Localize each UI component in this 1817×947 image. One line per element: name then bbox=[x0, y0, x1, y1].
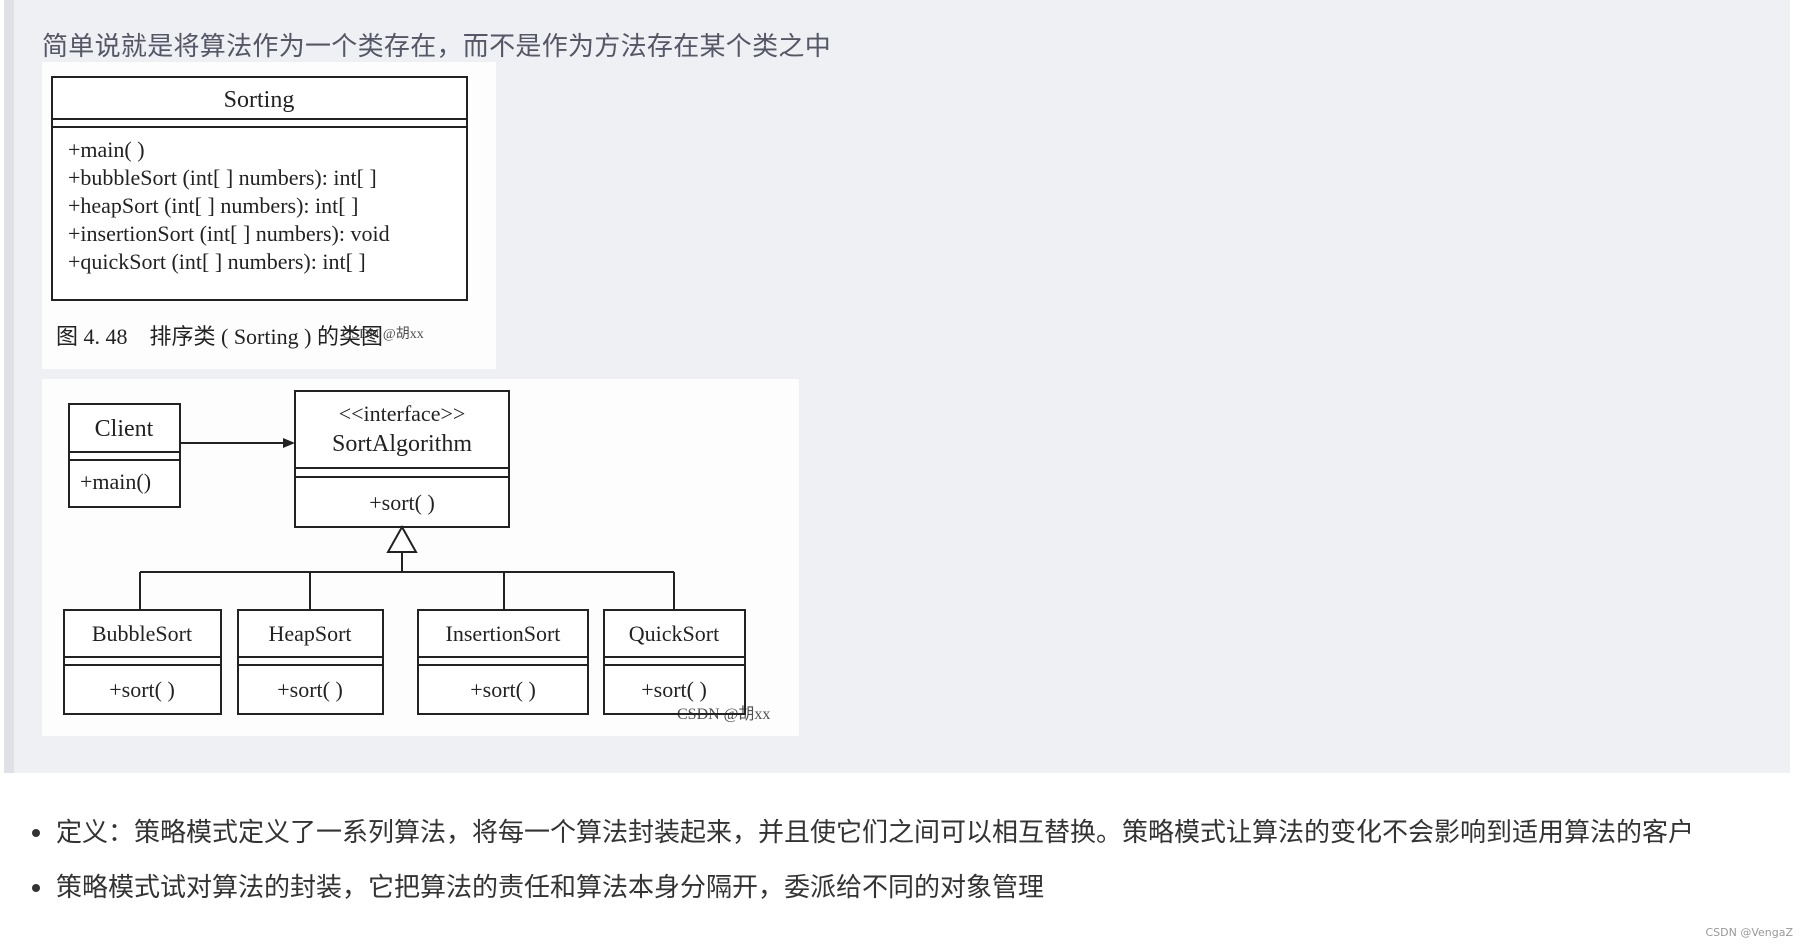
client-class-name: Client bbox=[95, 416, 154, 442]
list-item-text: 策略模式试对算法的封装，它把算法的责任和算法本身分隔开，委派给不同的对象管理 bbox=[56, 873, 1045, 903]
bullet-dot-icon bbox=[32, 829, 40, 837]
client-method: +main() bbox=[80, 469, 151, 494]
list-item: 定义：策略模式定义了一系列算法，将每一个算法封装起来，并且使它们之间可以相互替换… bbox=[30, 818, 1694, 848]
strategy-pattern-diagram-image: Client +main() <<interface>> SortAlgorit… bbox=[42, 379, 799, 736]
interface-stereotype: <<interface>> bbox=[339, 401, 466, 426]
figure-caption: 图 4. 48 排序类 ( Sorting ) 的类图 bbox=[56, 324, 383, 349]
sorting-method: +bubbleSort (int[ ] numbers): int[ ] bbox=[68, 165, 377, 190]
sorting-method: +heapSort (int[ ] numbers): int[ ] bbox=[68, 193, 358, 218]
watermark: CSDN @胡xx bbox=[342, 326, 424, 342]
quicksort-class-name: QuickSort bbox=[629, 621, 719, 646]
heapsort-class-name: HeapSort bbox=[268, 621, 351, 646]
sorting-class-diagram-image: Sorting +main( ) +bubbleSort (int[ ] num… bbox=[42, 62, 496, 369]
sorting-method: +quickSort (int[ ] numbers): int[ ] bbox=[68, 249, 366, 274]
sorting-class-name: Sorting bbox=[224, 87, 295, 113]
insertionsort-method: +sort( ) bbox=[470, 677, 536, 702]
heapsort-method: +sort( ) bbox=[277, 677, 343, 702]
interface-name: SortAlgorithm bbox=[332, 431, 472, 457]
bubblesort-method: +sort( ) bbox=[109, 677, 175, 702]
bullet-dot-icon bbox=[32, 884, 40, 892]
insertionsort-class-name: InsertionSort bbox=[446, 621, 561, 646]
quicksort-method: +sort( ) bbox=[641, 677, 707, 702]
sorting-method: +main( ) bbox=[68, 137, 145, 162]
list-item-text: 定义：策略模式定义了一系列算法，将每一个算法封装起来，并且使它们之间可以相互替换… bbox=[56, 818, 1695, 848]
sorting-method: +insertionSort (int[ ] numbers): void bbox=[68, 221, 390, 246]
watermark: CSDN @胡xx bbox=[677, 705, 770, 723]
footer-watermark: CSDN @VengaZ bbox=[1705, 926, 1793, 939]
bullet-list: 定义：策略模式定义了一系列算法，将每一个算法封装起来，并且使它们之间可以相互替换… bbox=[30, 818, 1694, 928]
intro-text: 简单说就是将算法作为一个类存在，而不是作为方法存在某个类之中 bbox=[42, 32, 832, 62]
interface-method: +sort( ) bbox=[369, 490, 435, 515]
list-item: 策略模式试对算法的封装，它把算法的责任和算法本身分隔开，委派给不同的对象管理 bbox=[30, 873, 1694, 903]
bubblesort-class-name: BubbleSort bbox=[92, 621, 192, 646]
